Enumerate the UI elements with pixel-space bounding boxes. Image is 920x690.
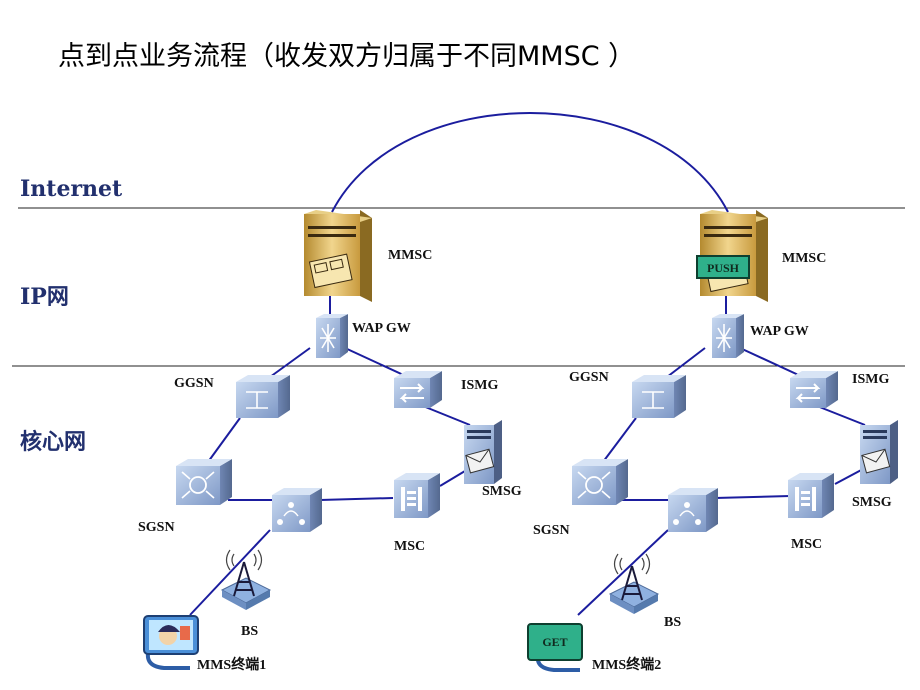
access-hub-icon xyxy=(272,488,322,532)
ggsn-label: GGSN xyxy=(569,370,609,385)
ggsn-label: GGSN xyxy=(174,376,214,391)
wap-gw-label: WAP GW xyxy=(750,324,809,339)
terminal-1-label: MMS终端1 xyxy=(197,658,267,673)
ismg-label: ISMG xyxy=(852,372,890,387)
zone-label-ip: IP网 xyxy=(20,284,69,310)
wap-gateway-icon xyxy=(712,314,744,358)
sgsn-router-icon xyxy=(176,459,232,505)
mmsc-server-icon xyxy=(304,210,372,302)
get-badge-label: GET xyxy=(542,635,567,649)
wap-gw-label: WAP GW xyxy=(352,321,411,336)
mms-terminal-2-icon xyxy=(527,623,583,672)
internet-link xyxy=(331,112,729,213)
access-hub-icon xyxy=(668,488,718,532)
sgsn-router-icon xyxy=(572,459,628,505)
zone-label-internet: Internet xyxy=(20,176,123,202)
msc-switch-icon xyxy=(394,473,440,518)
msc-switch-icon xyxy=(788,473,834,518)
page-title: 点到点业务流程（收发双方归属于不同MMSC ） xyxy=(58,41,636,72)
smsg-server-icon xyxy=(860,420,898,484)
wap-gateway-icon xyxy=(316,314,348,358)
mmsc-label: MMSC xyxy=(388,248,433,263)
smsg-label: SMSG xyxy=(852,495,892,510)
ismg-label: ISMG xyxy=(461,378,499,393)
bs-label: BS xyxy=(241,624,259,639)
sgsn-label: SGSN xyxy=(138,520,175,535)
mmsc-label: MMSC xyxy=(782,251,827,266)
smsg-server-icon xyxy=(464,420,502,484)
ggsn-router-icon xyxy=(236,375,290,418)
ggsn-router-icon xyxy=(632,375,686,418)
smsg-label: SMSG xyxy=(482,484,522,499)
sgsn-label: SGSN xyxy=(533,523,570,538)
terminal-2-label: MMS终端2 xyxy=(592,658,662,673)
push-badge xyxy=(696,255,750,279)
bs-label: BS xyxy=(664,615,682,630)
zone-label-core: 核心网 xyxy=(20,429,87,455)
mms-terminal-1-icon xyxy=(143,615,199,670)
push-badge-label: PUSH xyxy=(707,261,740,275)
right-links xyxy=(577,296,866,616)
ismg-switch-icon xyxy=(394,371,442,408)
msc-label: MSC xyxy=(394,539,426,554)
base-station-tower-icon xyxy=(608,553,660,614)
msc-label: MSC xyxy=(791,537,823,552)
ismg-switch-icon xyxy=(790,371,838,408)
base-station-tower-icon xyxy=(220,549,272,610)
